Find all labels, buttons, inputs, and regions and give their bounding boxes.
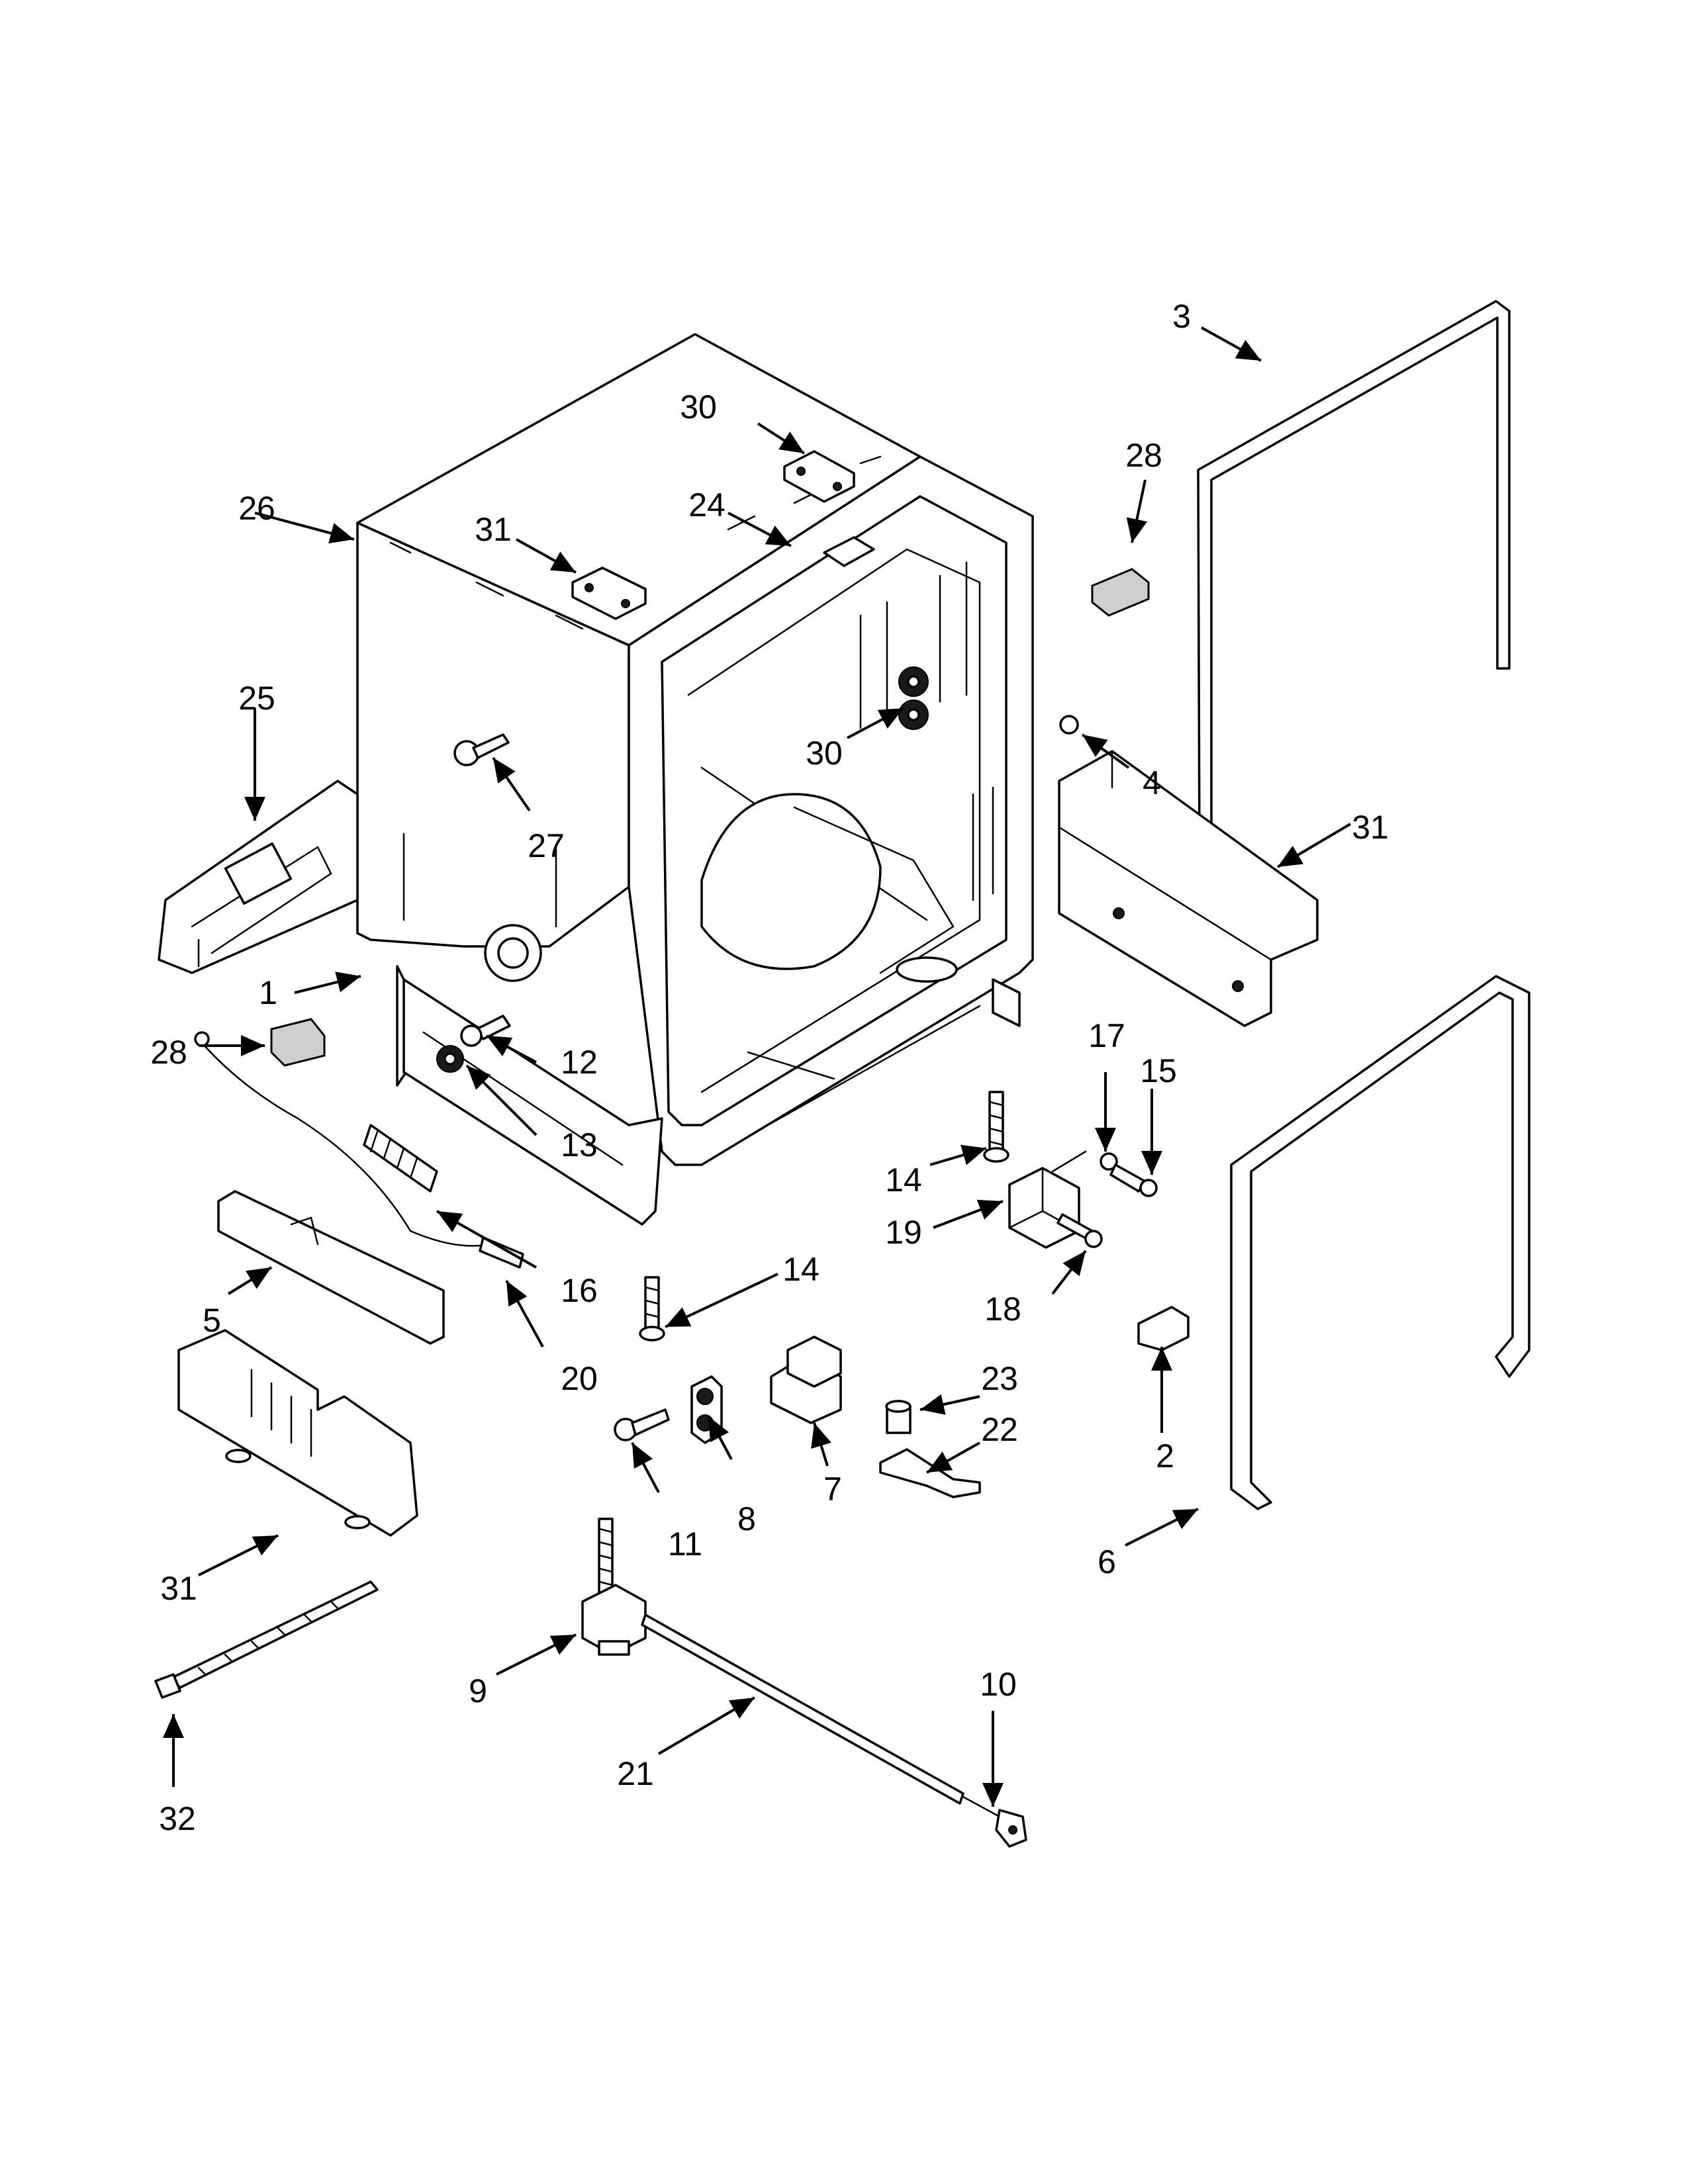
callout-30-rear: 30	[680, 388, 717, 426]
callout-20: 20	[561, 1360, 598, 1397]
callout-17: 17	[1088, 1017, 1125, 1054]
mounting-bracket-front-part	[571, 567, 647, 620]
callout-30-front: 31	[475, 511, 512, 548]
screw-11-part	[614, 1408, 670, 1441]
door-gasket-part	[1197, 300, 1511, 855]
callout-16: 16	[561, 1272, 598, 1309]
callout-1: 1	[259, 974, 277, 1011]
bracket-23-part	[879, 1448, 981, 1498]
callout-8: 8	[737, 1500, 756, 1537]
mounting-bracket-rear-part	[783, 450, 855, 503]
leader-lines	[163, 326, 1352, 1807]
callout-5: 5	[203, 1302, 221, 1339]
callout-14-rear: 14	[885, 1161, 922, 1199]
hinge-cap-left-part	[270, 1018, 326, 1067]
callout-28-left: 28	[150, 1034, 187, 1071]
push-pin-part	[453, 733, 510, 766]
cable-tie-part	[154, 1580, 379, 1699]
callout-22: 24	[688, 486, 726, 523]
callout-3: 3	[1172, 298, 1191, 335]
screw-18-part	[1056, 1213, 1103, 1248]
clip-2-part	[1137, 1306, 1190, 1351]
callout-4: 4	[1143, 764, 1161, 801]
callout-32: 32	[159, 1800, 196, 1837]
callout-13: 13	[561, 1126, 598, 1163]
callout-31-right: 31	[1352, 809, 1389, 846]
callout-31-left: 31	[160, 1570, 197, 1607]
side-panel-part	[158, 780, 359, 974]
tube-part	[641, 1614, 1001, 1818]
leveling-leg-rear-part	[983, 1091, 1009, 1163]
washer-17-part	[1100, 1152, 1118, 1171]
screw-15-part	[1109, 1163, 1158, 1197]
callout-24: 23	[981, 1360, 1018, 1397]
top-clip-part	[823, 536, 875, 567]
fitting-part	[995, 1809, 1027, 1848]
leveling-leg-front-part	[639, 1276, 665, 1342]
toe-panel-left-part	[177, 1329, 418, 1537]
grommet-13-part	[436, 1045, 464, 1073]
callout-18: 18	[984, 1291, 1021, 1328]
valve-part	[581, 1518, 647, 1656]
callout-2: 2	[1156, 1437, 1174, 1475]
callout-10: 10	[980, 1666, 1017, 1703]
plug-part	[1059, 715, 1079, 735]
callout-9: 9	[469, 1672, 487, 1709]
callout-25: 25	[238, 680, 275, 717]
switch-bracket-part	[770, 1336, 842, 1424]
callout-12: 12	[561, 1044, 598, 1081]
bushing-24-part	[885, 1400, 912, 1434]
callout-23: 22	[981, 1411, 1018, 1448]
callout-26: 26	[238, 490, 275, 527]
callout-21: 21	[617, 1755, 654, 1792]
wire-bracket-part	[217, 1190, 445, 1345]
hinge-cap-right-part	[1091, 568, 1150, 617]
callout-19: 19	[885, 1214, 922, 1251]
callout-27: 27	[528, 827, 565, 864]
spring-part	[363, 1124, 438, 1193]
callout-29: 30	[806, 735, 843, 772]
callout-6: 6	[1098, 1543, 1116, 1580]
door-seal-part	[1230, 975, 1530, 1510]
callout-11: 11	[668, 1525, 702, 1563]
callout-15: 15	[1140, 1052, 1177, 1089]
toe-panel-right-part	[1058, 750, 1319, 1027]
callout-14-front: 14	[782, 1251, 820, 1288]
callout-7: 7	[823, 1471, 842, 1508]
cable-part	[194, 1031, 524, 1269]
tub-insulation-part	[356, 333, 921, 982]
callout-28-right: 28	[1125, 437, 1162, 474]
screw-12-part	[460, 1015, 511, 1047]
